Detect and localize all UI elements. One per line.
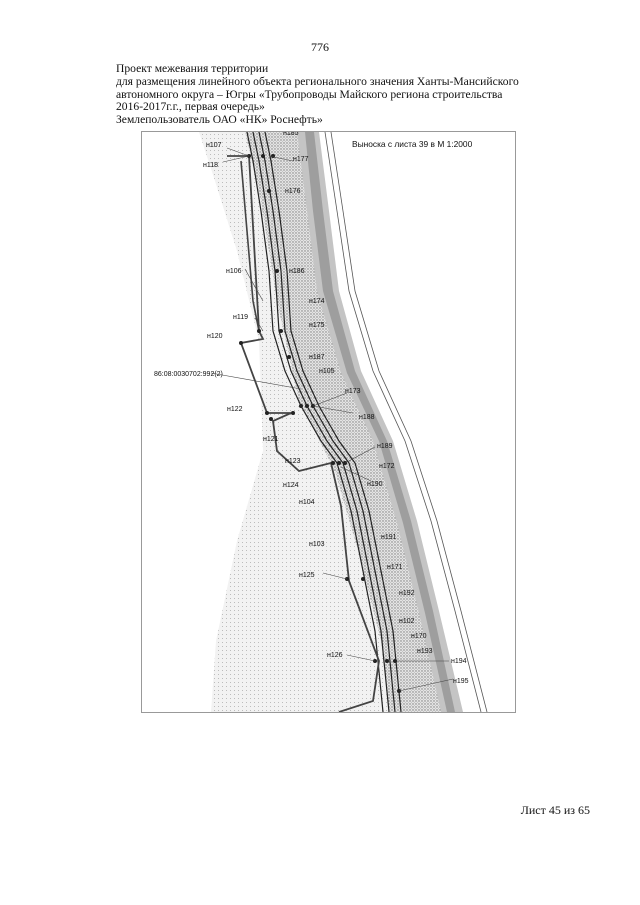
label-leader-lines	[210, 147, 454, 692]
wetland-area-left	[199, 132, 403, 712]
point-label: н188	[359, 414, 375, 421]
point-label: н177	[293, 156, 309, 163]
point-label: н104	[299, 499, 315, 506]
road-band-inner	[305, 132, 455, 712]
point-label: н107	[206, 142, 222, 149]
point-label: н187	[309, 354, 325, 361]
point-label: н172	[379, 463, 395, 470]
point-label: н191	[381, 534, 397, 541]
point-label: н195	[453, 678, 469, 685]
header-line-4: 2016-2017г.г., первая очередь»	[116, 100, 265, 114]
header-line-5: Землепользователь ОАО «НК» Роснефть»	[116, 113, 323, 127]
point-label: н106	[226, 268, 242, 275]
point-label: н126	[327, 652, 343, 659]
point-label: н189	[377, 443, 393, 450]
header-line-3: автономного округа – Югры «Трубопроводы …	[116, 87, 503, 101]
parcel-boundary	[227, 155, 380, 712]
point-label: н185	[283, 132, 299, 137]
point-label: н175	[309, 322, 325, 329]
point-label: н186	[289, 268, 305, 275]
page-number: 776	[311, 40, 329, 54]
map-frame: н107 н185 н118 н177 н176 н106 н186 н119 н174 н175…	[141, 131, 516, 713]
point-label: н174	[309, 298, 325, 305]
point-label: н121	[263, 436, 279, 443]
point-label: н173	[345, 388, 361, 395]
point-label: н192	[399, 590, 415, 597]
sheet-number: Лист 45 из 65	[520, 803, 590, 817]
point-label: н105	[319, 368, 335, 375]
document-header: Проект межевания территории для размещен…	[116, 62, 586, 127]
point-label: н102	[399, 618, 415, 625]
wetland-area-dense	[245, 132, 447, 712]
point-label: н119	[233, 314, 248, 321]
point-label: н125	[299, 572, 315, 579]
point-labels: н107 н185 н118 н177 н176 н106 н186 н119 н174 н175…	[203, 132, 469, 685]
parcel-boundary-left	[240, 160, 260, 332]
right-boundary-line-2	[330, 132, 488, 712]
point-label: н120	[207, 333, 223, 340]
point-label: н171	[387, 564, 403, 571]
point-label: н124	[283, 482, 299, 489]
point-label: н118	[203, 162, 218, 169]
map-drawing: н107 н185 н118 н177 н176 н106 н186 н119 н174 н175…	[154, 132, 488, 712]
parcel-id-label: 86:08:0030702:992(2)	[154, 371, 223, 378]
point-label: н193	[417, 648, 433, 655]
point-label: н123	[285, 458, 301, 465]
callout-label: Выноска с листа 39 в М 1:2000	[352, 139, 473, 149]
point-label: н170	[411, 633, 427, 640]
point-label: н103	[309, 541, 325, 548]
header-line-1: Проект межевания территории	[116, 62, 269, 75]
point-label: н122	[227, 406, 243, 413]
right-boundary-line-1	[324, 132, 482, 712]
point-label: н176	[285, 188, 301, 195]
header-line-2: для размещения линейного объекта региона…	[116, 74, 519, 88]
point-label: н194	[451, 658, 467, 665]
point-label: н190	[367, 481, 383, 488]
